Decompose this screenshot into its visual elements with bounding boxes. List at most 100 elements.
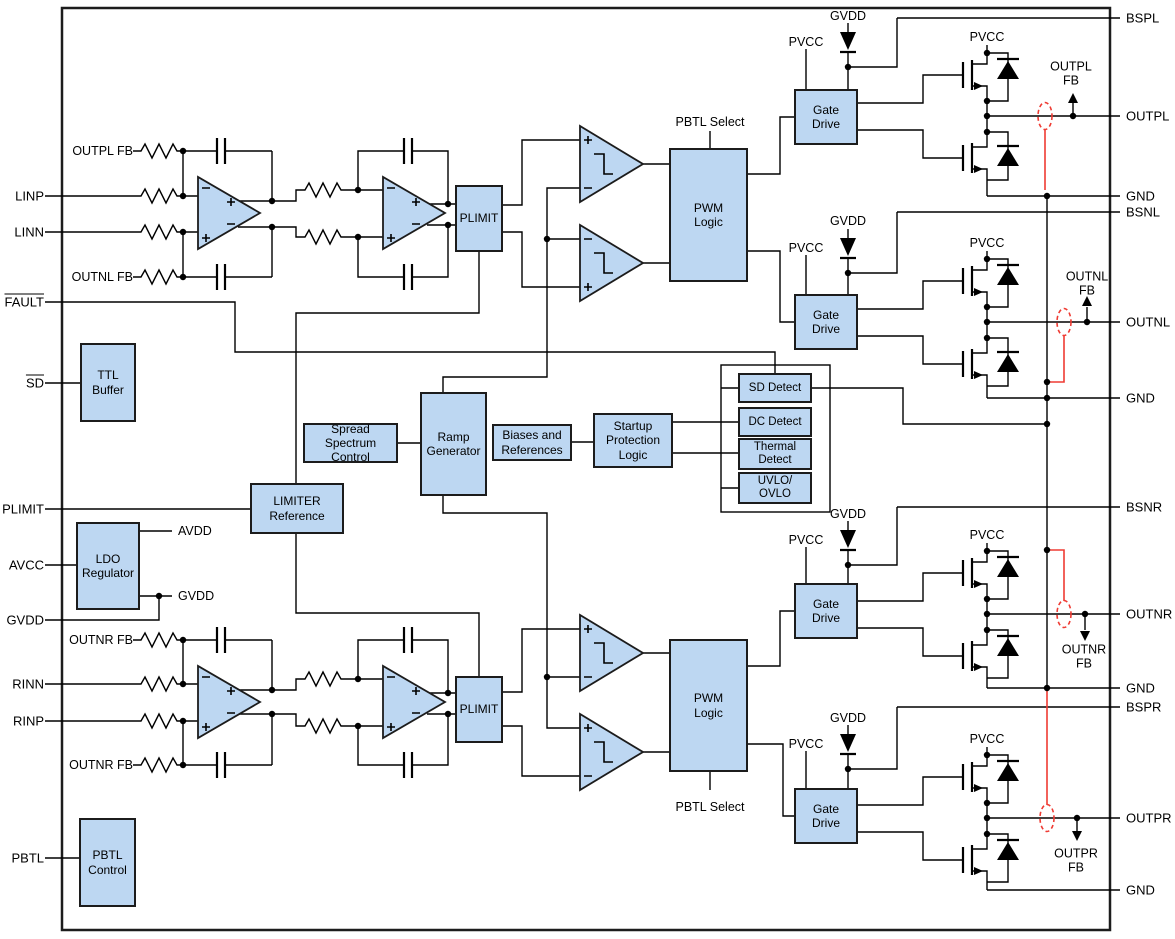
annotation-outnr-fb-input-label-2: OUTNR FB [69,757,133,772]
junction-dot [543,235,551,243]
junction-dot [983,334,991,342]
block-gate-drive-2: Gate Drive [794,294,858,350]
junction-dot [543,673,551,681]
opamp-l1 [197,175,262,251]
junction-dot [983,547,991,555]
pin-right-gnd-5: GND [1126,390,1155,406]
block-limiter-reference: LIMITER Reference [250,483,344,534]
pin-right-outnl-4: OUTNL [1126,314,1171,330]
block-pbtl-control: PBTL Control [79,818,136,907]
annotation-gvdd-ldo-label: GVDD [178,588,215,603]
diode-and-arrow-glyphs [840,32,1092,875]
annotation-pvcc-fet-4: PVCC [969,731,1005,746]
pin-left-sd: SD [25,375,44,391]
block-spread-spectrum-control: Spread Spectrum Control [303,422,398,464]
block-biases-and-references: Biases and References [492,424,572,461]
annotation-outpl-fb-out-label: OUTPL FB [1050,59,1092,88]
junction-dot [1069,112,1077,120]
junction-dot [444,689,452,697]
annotation-pvcc-fet-2: PVCC [969,235,1005,250]
pin-right-outnr-7: OUTNR [1126,606,1173,622]
annotation-pvcc-gate-drive-2: PVCC [788,240,824,255]
junction-dot [444,710,452,718]
annotation-pvcc-fet-3: PVCC [969,527,1005,542]
opamp-r1 [197,664,262,740]
opamp-l2 [382,175,447,251]
annotation-outpl-fb-input-label: OUTPL FB [72,143,133,158]
junction-dot [1043,394,1051,402]
junction-dot [1043,546,1051,554]
wires-main [45,17,1120,891]
pin-left-pbtl: PBTL [11,850,44,866]
junction-dot [983,595,991,603]
junction-dot [354,675,362,683]
junction-dot [444,200,452,208]
pin-right-outpl-1: OUTPL [1126,108,1170,124]
chip-border [60,6,1112,932]
block-gate-drive-4: Gate Drive [794,788,858,844]
junction-dot [354,186,362,194]
junction-dot [155,592,163,600]
pin-left-gvdd: GVDD [6,612,44,628]
annotation-outpr-fb-out-label: OUTPR FB [1054,846,1098,875]
block-thermal-detect: Thermal Detect [738,438,812,470]
block-sd-detect: SD Detect [738,373,812,403]
opamp-r2 [382,664,447,740]
pin-left-fault: FAULT [4,294,45,310]
annotation-gvdd-diode-1: GVDD [829,8,867,23]
annotation-gvdd-diode-4: GVDD [829,710,867,725]
pin-right-outpr-10: OUTPR [1126,810,1172,826]
block-pwm-logic-bottom: PWM Logic [669,639,748,772]
annotation-pvcc-fet-1: PVCC [969,29,1005,44]
annotation-outnr-fb-input-label-1: OUTNR FB [69,632,133,647]
pin-left-plimit: PLIMIT [2,501,44,517]
pin-right-gnd-11: GND [1126,882,1155,898]
junction-dot [983,751,991,759]
block-plimit-top: PLIMIT [455,185,503,252]
junction-dot [983,97,991,105]
comparator-l-bottom [579,223,645,303]
pin-left-avcc: AVCC [8,557,44,573]
comparator-r-bottom [579,712,645,792]
pin-right-gnd-2: GND [1126,188,1155,204]
block-gate-drive-3: Gate Drive [794,583,858,639]
junction-dot [268,686,276,694]
pin-left-linn: LINN [14,224,44,240]
junction-dot [1043,378,1051,386]
pin-right-bsnr-6: BSNR [1126,499,1163,515]
annotation-gvdd-diode-3: GVDD [829,506,867,521]
junction-dot [1083,318,1091,326]
block-ttl-buffer: TTL Buffer [80,343,136,422]
annotation-pbtl-select-top: PBTL Select [675,114,745,129]
junction-dot [1043,420,1051,428]
junction-dot [844,765,852,773]
block-dc-detect: DC Detect [738,407,812,437]
resistor-zigzags [136,142,347,774]
current-sense-marks [1037,101,1072,833]
junction-dot [268,223,276,231]
block-gate-drive-1: Gate Drive [794,89,858,145]
junction-dot [844,269,852,277]
junction-dot [983,128,991,136]
junction-dot [983,626,991,634]
junction-dot [983,49,991,57]
annotation-outnl-fb-out-label: OUTNL FB [1065,269,1109,298]
annotation-pvcc-gate-drive-3: PVCC [788,532,824,547]
junction-dot [1043,684,1051,692]
pin-left-linp: LINP [15,188,44,204]
junction-dot [1073,814,1081,822]
comparator-r-top [579,613,645,693]
pin-left-rinn: RINN [12,676,44,692]
pin-right-bspr-9: BSPR [1126,699,1162,715]
block-ramp-generator: Ramp Generator [420,392,487,496]
junction-dots [155,49,1091,838]
junction-dot [983,303,991,311]
pin-right-bspl-0: BSPL [1126,10,1160,26]
sense-loop-outpr [1039,803,1055,833]
sense-wires [1044,130,1065,805]
junction-dot [444,221,452,229]
pin-right-bsnl-3: BSNL [1126,204,1160,220]
annotation-outnr-fb-out-label: OUTNR FB [1061,642,1107,671]
